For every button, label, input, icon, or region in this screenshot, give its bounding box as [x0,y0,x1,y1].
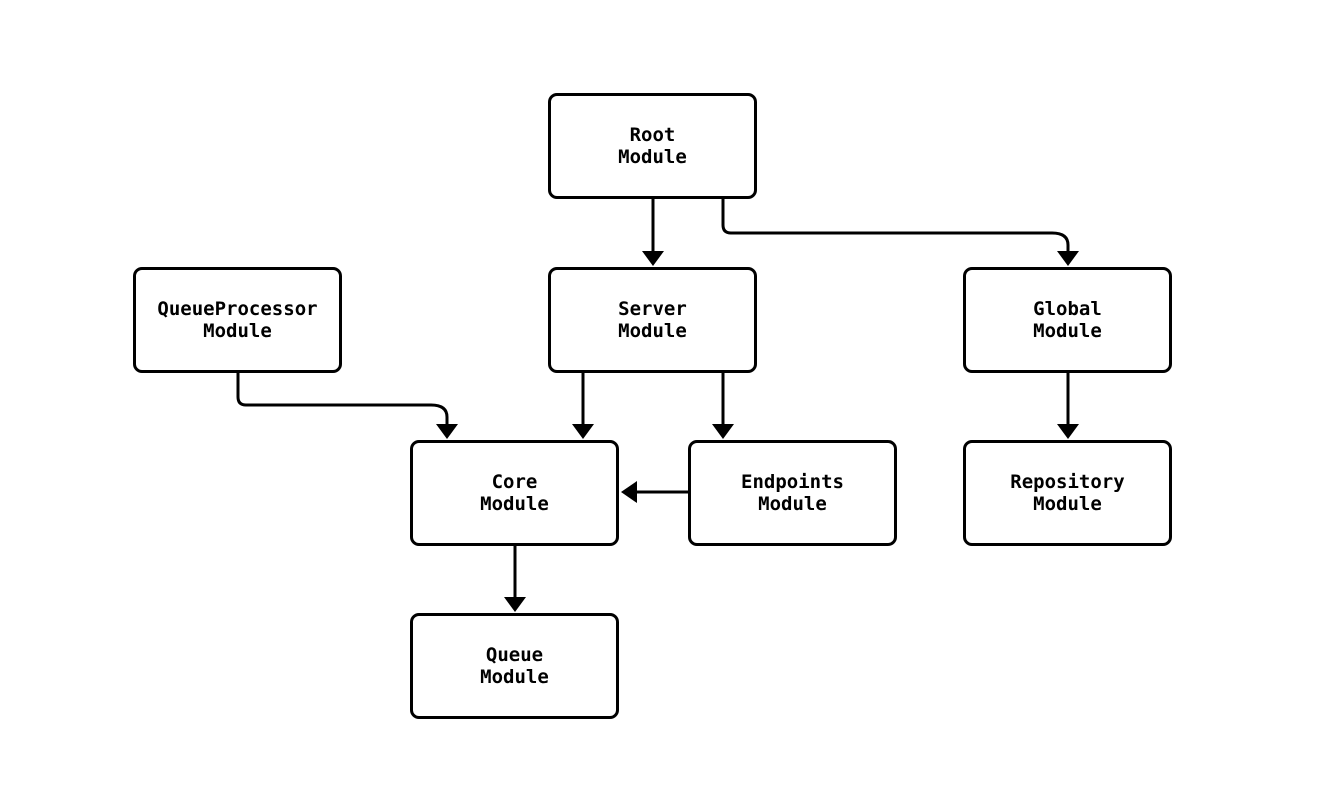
node-core-module: Core Module [410,440,619,546]
arrowhead-down-icon [642,251,664,266]
arrowhead-down-icon [712,424,734,439]
node-global-module: Global Module [963,267,1172,373]
node-repository-module: Repository Module [963,440,1172,546]
edge-queueprocessor-to-core [236,373,458,439]
node-label: Queue Module [480,644,549,688]
node-queueprocessor-module: QueueProcessor Module [133,267,342,373]
edge-endpoints-to-core [621,481,688,503]
edge-core-to-queue [504,546,526,612]
arrowhead-down-icon [1057,424,1079,439]
node-label: Server Module [618,298,687,342]
node-label: Endpoints Module [741,471,844,515]
node-root-module: Root Module [548,93,757,199]
edge-server-to-endpoints [712,373,734,439]
arrowhead-left-icon [621,481,637,503]
node-server-module: Server Module [548,267,757,373]
node-label: Repository Module [1010,471,1125,515]
node-label: Core Module [480,471,549,515]
edge-root-to-global [721,198,1079,266]
node-queue-module: Queue Module [410,613,619,719]
edge-server-to-core [572,373,594,439]
node-label: Root Module [618,124,687,168]
edge-global-to-repository [1057,373,1079,439]
edge-root-to-server [642,198,664,266]
arrowhead-down-icon [1057,251,1079,266]
node-label: Global Module [1033,298,1102,342]
node-label: QueueProcessor Module [157,298,318,342]
arrowhead-down-icon [436,424,458,439]
arrowhead-down-icon [504,597,526,612]
arrowhead-down-icon [572,424,594,439]
node-endpoints-module: Endpoints Module [688,440,897,546]
